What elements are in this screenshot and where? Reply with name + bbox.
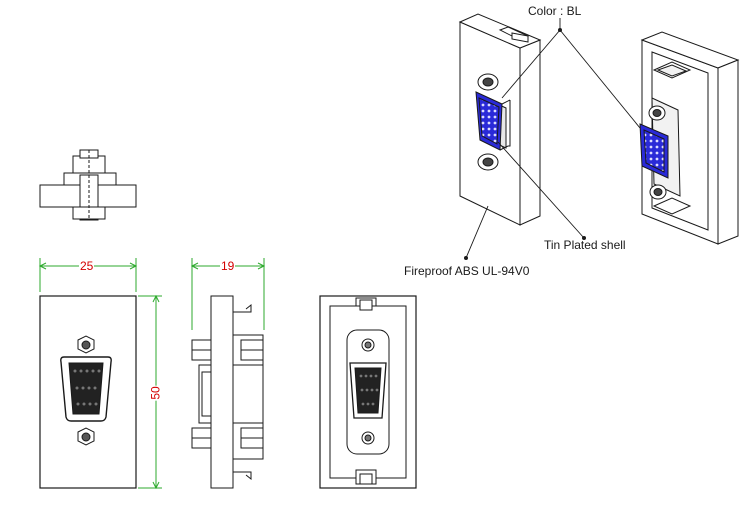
iso-screw-bottom [477,153,499,171]
label-material: Fireproof ABS UL-94V0 [404,264,530,278]
rear-view [319,295,417,489]
screw-bottom [77,427,95,446]
dimension-depth-value: 19 [220,259,236,273]
dimension-height-value: 50 [148,385,163,401]
front-view [39,295,137,489]
top-view [39,149,137,221]
screw-top [77,335,95,354]
iso-screw-top [477,73,499,91]
label-shell: Tin Plated shell [544,238,626,252]
side-view [191,295,264,489]
iso-front-plate [458,13,542,226]
callout-lines [465,18,641,259]
label-color: Color : BL [528,4,582,18]
iso-rear-frame [639,31,740,245]
dimension-width-value: 25 [79,259,95,273]
callout-dots [464,28,586,260]
